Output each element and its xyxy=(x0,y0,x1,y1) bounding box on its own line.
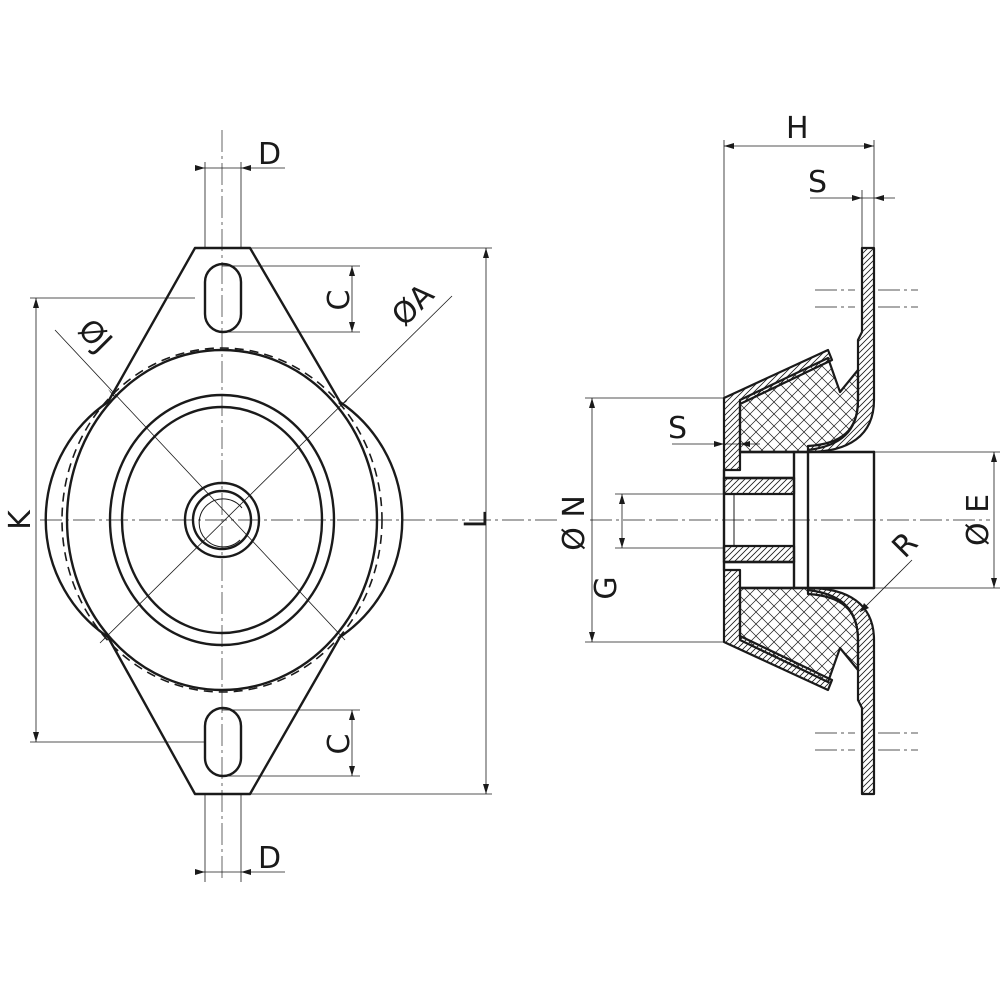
outer-body-ring xyxy=(65,348,379,692)
rubber-ring xyxy=(108,393,336,647)
phiJ-leader-line xyxy=(54,329,346,641)
label-S-mid: S xyxy=(668,411,687,446)
front-arrowheads xyxy=(33,165,489,875)
label-C-bottom: C xyxy=(322,734,357,755)
hidden-flange-edge xyxy=(61,347,383,693)
flange-plate-lower xyxy=(806,586,876,796)
threaded-insert-top xyxy=(722,476,796,496)
flange-plate-upper xyxy=(806,246,876,454)
R-leader-line xyxy=(859,559,913,613)
label-phiA: ØA xyxy=(385,277,441,333)
phiA-leader-line xyxy=(99,295,453,644)
label-phiJ: ØJ xyxy=(71,312,119,360)
hub-inner-circle xyxy=(191,489,253,551)
front-view: D D C C ØA ØJ K L xyxy=(3,130,560,882)
side-section-view: H S S Ø N G Ø E R xyxy=(557,111,1000,796)
label-R: R xyxy=(886,526,925,565)
inner-cup-ring xyxy=(120,405,324,635)
label-G: G xyxy=(589,576,624,599)
side-arrowheads xyxy=(589,143,997,642)
threaded-insert-bottom xyxy=(722,544,796,564)
label-S-top: S xyxy=(808,165,827,200)
label-phiE: Ø E xyxy=(961,494,996,546)
thread-arc xyxy=(198,498,243,548)
label-K: K xyxy=(3,509,38,530)
label-D-bottom: D xyxy=(258,841,281,876)
label-D-top: D xyxy=(258,137,281,172)
slot-top xyxy=(203,262,243,334)
hub-outer-circle xyxy=(183,481,261,559)
label-L: L xyxy=(459,511,494,528)
label-H: H xyxy=(786,111,809,146)
label-phiN: Ø N xyxy=(557,495,592,551)
label-C-top: C xyxy=(322,290,357,311)
slot-bottom xyxy=(203,706,243,778)
